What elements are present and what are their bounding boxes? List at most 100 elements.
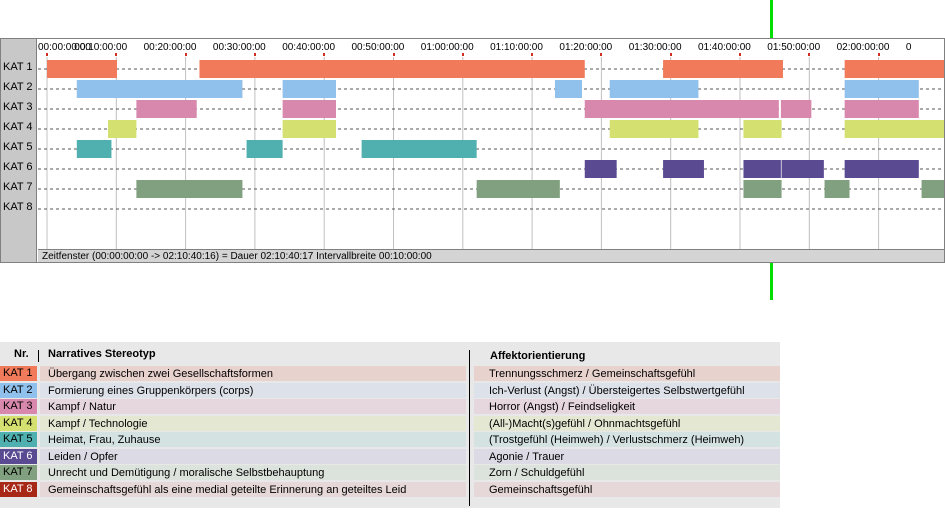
legend-row: KAT 4 Kampf / Technologie (All-)Macht(s)ge…	[0, 415, 780, 432]
legend-row-bg	[474, 481, 780, 497]
segment-bar[interactable]	[47, 60, 117, 78]
category-label: KAT 6	[3, 161, 33, 173]
segment-bar[interactable]	[282, 120, 336, 138]
segment-bar[interactable]	[76, 80, 243, 98]
tick-mark	[739, 53, 741, 56]
legend-column-divider	[469, 350, 470, 506]
tick-mark	[531, 53, 534, 56]
legend-stereotyp: Kampf / Natur	[48, 401, 116, 413]
legend-row-bg	[474, 399, 780, 414]
legend-stereotyp: Übergang zwischen zwei Gesellschaftsform…	[48, 368, 273, 380]
legend-header-divider	[38, 350, 39, 362]
legend-row-bg	[474, 366, 780, 381]
legend-row-bg	[40, 366, 466, 381]
playhead-cursor-top[interactable]	[770, 0, 773, 38]
segment-bar[interactable]	[282, 80, 336, 98]
legend-row: KAT 7 Unrecht und Demütigung / moralische…	[0, 465, 780, 481]
segment-bar[interactable]	[780, 100, 812, 118]
legend-swatch: KAT 7	[0, 465, 37, 480]
tick-mark	[392, 53, 395, 56]
legend-swatch: KAT 1	[0, 366, 37, 381]
segment-bar[interactable]	[361, 140, 477, 158]
tick-mark	[461, 53, 464, 56]
legend-row-bg	[474, 432, 780, 447]
segment-bar[interactable]	[844, 120, 945, 138]
segment-bar[interactable]	[781, 160, 824, 178]
segment-bar[interactable]	[476, 180, 560, 198]
legend-row-bg	[40, 448, 466, 464]
tick-mark	[46, 53, 48, 56]
tick-label: 01:00:00:00	[420, 42, 474, 53]
segment-bar[interactable]	[824, 180, 850, 198]
segment-bar[interactable]	[76, 140, 112, 158]
segment-bar[interactable]	[743, 180, 782, 198]
legend-stereotyp: Unrecht und Demütigung / moralische Selb…	[48, 467, 325, 479]
tick-mark	[600, 53, 603, 56]
segment-bar[interactable]	[136, 100, 197, 118]
legend-stereotyp: Leiden / Opfer	[48, 450, 118, 463]
segment-bar[interactable]	[743, 160, 781, 178]
segment-bar[interactable]	[136, 180, 243, 198]
tick-label: 01:30:00:00	[628, 42, 682, 53]
segment-bar[interactable]	[584, 160, 617, 178]
segment-bar[interactable]	[921, 180, 945, 198]
tick-label: 01:20:00:00	[559, 42, 613, 53]
legend-swatch: KAT 2	[0, 382, 37, 398]
playhead-cursor-bottom[interactable]	[770, 263, 773, 300]
legend-row: KAT 5 Heimat, Frau, Zuhause (Trostgefühl (…	[0, 432, 780, 448]
segment-bar[interactable]	[246, 140, 283, 158]
tick-mark	[669, 53, 672, 56]
legend-header-nr: Nr.	[14, 348, 29, 360]
segment-bar[interactable]	[282, 100, 336, 118]
tick-label: 00:40:00:00	[282, 42, 336, 53]
legend-affekt: Zorn / Schuldgefühl	[489, 467, 585, 479]
tick-label: 01:50:00:00	[767, 42, 821, 53]
legend-row-bg	[40, 481, 466, 497]
tick-label: 01:10:00:00	[490, 42, 543, 53]
legend-affekt: (Trostgefühl (Heimweh) / Verlustschmerz …	[489, 434, 745, 446]
segment-bar[interactable]	[609, 80, 699, 98]
segment-bar[interactable]	[199, 60, 585, 78]
segment-bar[interactable]	[663, 160, 704, 178]
legend-stereotyp: Kampf / Technologie	[48, 417, 148, 430]
segment-bar[interactable]	[844, 100, 919, 118]
category-label: KAT 1	[3, 61, 33, 73]
segment-bar[interactable]	[554, 80, 582, 98]
legend-row: KAT 1 Übergang zwischen zwei Gesellschaft…	[0, 366, 780, 382]
tick-mark	[115, 53, 118, 56]
category-label: KAT 7	[3, 181, 33, 193]
segment-bar[interactable]	[663, 60, 783, 78]
segment-bar[interactable]	[844, 160, 919, 178]
segment-bar[interactable]	[584, 100, 779, 118]
tick-mark	[877, 53, 880, 56]
category-label: KAT 3	[3, 101, 33, 113]
legend-row-bg	[474, 465, 780, 480]
legend-row-bg	[40, 415, 466, 431]
legend-row-bg	[40, 432, 466, 447]
legend-swatch: KAT 8	[0, 481, 37, 497]
legend-row-bg	[40, 382, 466, 398]
status-bar: Zeitfenster (00:00:00:00 -> 02:10:40:16)…	[38, 249, 944, 262]
tick-label: 00:50:00:00	[351, 42, 405, 53]
category-label: KAT 4	[3, 121, 33, 133]
legend-row-bg	[474, 415, 780, 431]
segment-bar[interactable]	[844, 60, 945, 78]
segment-bar[interactable]	[844, 80, 919, 98]
segment-bar[interactable]	[107, 120, 137, 138]
segment-bar[interactable]	[609, 120, 699, 138]
legend-swatch: KAT 5	[0, 432, 37, 447]
legend-affekt: (All-)Macht(s)gefühl / Ohnmachtsgefühl	[489, 417, 681, 430]
legend-swatch: KAT 4	[0, 415, 37, 431]
legend-swatch: KAT 3	[0, 399, 37, 414]
legend-affekt: Gemeinschaftsgefühl	[489, 483, 593, 496]
tick-label: 00:00:00:00	[38, 42, 91, 53]
tick-label: 00:30:00:00	[212, 42, 266, 53]
legend-stereotyp: Heimat, Frau, Zuhause	[48, 434, 161, 446]
segment-bar[interactable]	[743, 120, 782, 138]
legend-affekt: Trennungsschmerz / Gemeinschaftsgefühl	[489, 368, 696, 380]
